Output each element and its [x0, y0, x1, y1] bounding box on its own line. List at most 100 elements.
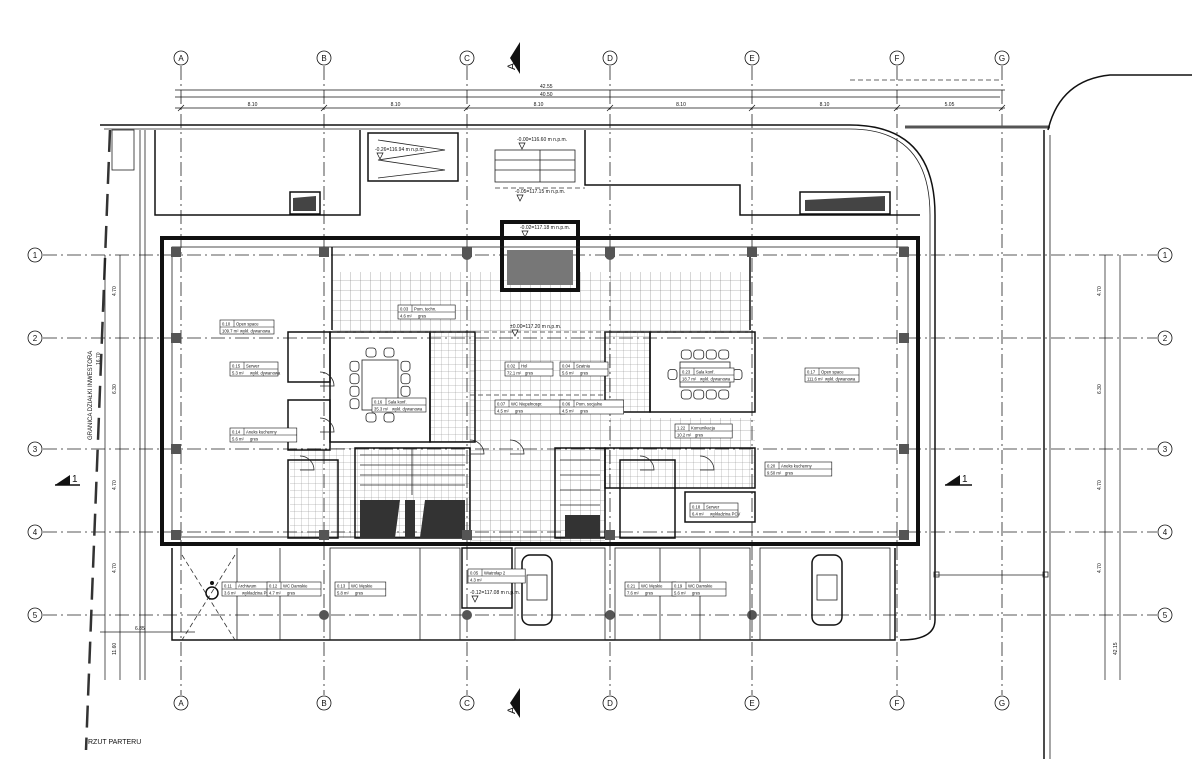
room-name: Serwer [706, 505, 720, 510]
grid-label: F [895, 699, 900, 708]
room-name: Hol [521, 364, 527, 369]
chair-icon [365, 347, 377, 358]
room-area: 4.7 m² [269, 591, 281, 596]
dim-vertical: 6.30 [1097, 384, 1103, 394]
dim-vertical: 4.70 [112, 286, 118, 296]
grid-bubble-B: B [316, 695, 332, 711]
column-round [462, 250, 472, 260]
grid-label: A [178, 699, 184, 708]
room-name: Pom. techn. [414, 307, 436, 312]
site-boundary: GRANICA DZIAŁKI INWESTORA [84, 74, 1192, 759]
svg-text:A: A [506, 706, 518, 714]
room-area: 4.3 m² [470, 578, 482, 583]
room-finish: gres [580, 371, 588, 376]
chair-icon [718, 349, 730, 360]
dim-tick [748, 104, 756, 112]
elevation-marker: -0.00=116.60 m n.p.m. [517, 137, 567, 150]
grid-label: E [749, 54, 754, 63]
room-name: WC Damskie [283, 584, 308, 589]
car-icon [811, 554, 843, 626]
room-code: 0.13 [337, 584, 346, 589]
elevation-marker: ±0.00=117.20 m n.p.m. [510, 324, 561, 337]
room-code: 0.03 [400, 307, 409, 312]
grid-bubble-3: 3 [27, 441, 43, 457]
grid-bubble-E: E [744, 695, 760, 711]
elevation-marker: -0.02=117.18 m n.p.m. [520, 225, 570, 238]
room-finish: gres [580, 409, 588, 414]
dim-vertical: 4.70 [1097, 563, 1103, 573]
elevation-marker: -0.05=117.15 m n.p.m. [515, 189, 565, 202]
column-round [605, 250, 615, 260]
grid-bubble-1: 1 [1157, 247, 1173, 263]
grid-bubble-3: 3 [1157, 441, 1173, 457]
grid-label: 4 [33, 528, 38, 537]
column [171, 444, 181, 454]
dim-bay: 8.10 [391, 102, 401, 108]
grid-label: 3 [1163, 445, 1168, 454]
chair-icon [383, 347, 395, 358]
room-finish: gres [250, 437, 258, 442]
room-code: 0.14 [232, 430, 241, 435]
room-area: 111.6 m² [807, 377, 824, 382]
chair-icon [705, 349, 717, 360]
room-code: 0.12 [269, 584, 278, 589]
room-finish: wykł. dywanowa [825, 377, 856, 382]
room-finish: gres [525, 371, 533, 376]
plot-boundary-label: GRANICA DZIAŁKI INWESTORA [88, 351, 94, 440]
room-code: 1.22 [677, 426, 686, 431]
door-swing [319, 417, 335, 433]
car-icon [521, 554, 553, 626]
section-marker-1-left: 1 [55, 474, 80, 486]
room-area: 4.6 m² [400, 314, 412, 319]
grid-bubble-4: 4 [27, 524, 43, 540]
room-name: WC Męskie [351, 584, 373, 589]
room-finish: gres [287, 591, 295, 596]
grid-label: D [607, 699, 613, 708]
room-code: 0.17 [807, 370, 816, 375]
grid-label: 3 [33, 445, 38, 454]
door-swing [299, 455, 315, 471]
room-finish: wykł. dywanowa [240, 329, 271, 334]
section-markers: A A 1 1 [55, 42, 972, 718]
room-area: 5.6 m² [232, 437, 244, 442]
room-area: 9.50 m² [767, 471, 782, 476]
dim-vertical: 4.70 [1097, 286, 1103, 296]
room-code: 0.19 [674, 584, 683, 589]
door-swing [509, 439, 525, 455]
dim-bay: 8.10 [248, 102, 258, 108]
room-code: 0.04 [562, 364, 571, 369]
grid-label: B [321, 54, 326, 63]
room-name: WC Męskie [641, 584, 663, 589]
room-code: 0.18 [692, 505, 701, 510]
column [319, 247, 329, 257]
room-name: Open space [821, 370, 844, 375]
dim-bay: 8.10 [534, 102, 544, 108]
elevation-label: -0.12=117.08 m n.p.m. [470, 590, 520, 596]
room-finish: wykładzina PCV [710, 512, 740, 517]
room-finish: gres [355, 591, 363, 596]
column [171, 247, 181, 257]
grid-bubble-C: C [459, 50, 475, 66]
room-finish: gres [695, 433, 703, 438]
elevation-label: ±0.00=117.20 m n.p.m. [510, 324, 561, 330]
door-swing [639, 455, 655, 471]
door-swing [469, 439, 485, 455]
svg-text:1: 1 [72, 474, 78, 485]
room-name: Aneks kuchenny [246, 430, 278, 435]
grid-bubble-D: D [602, 695, 618, 711]
room-name: Szatnia [576, 364, 591, 369]
chair-icon [349, 360, 360, 372]
room-code: 0.02 [507, 364, 516, 369]
section-marker-1-right: 1 [945, 474, 972, 486]
room-finish: gres [785, 471, 793, 476]
